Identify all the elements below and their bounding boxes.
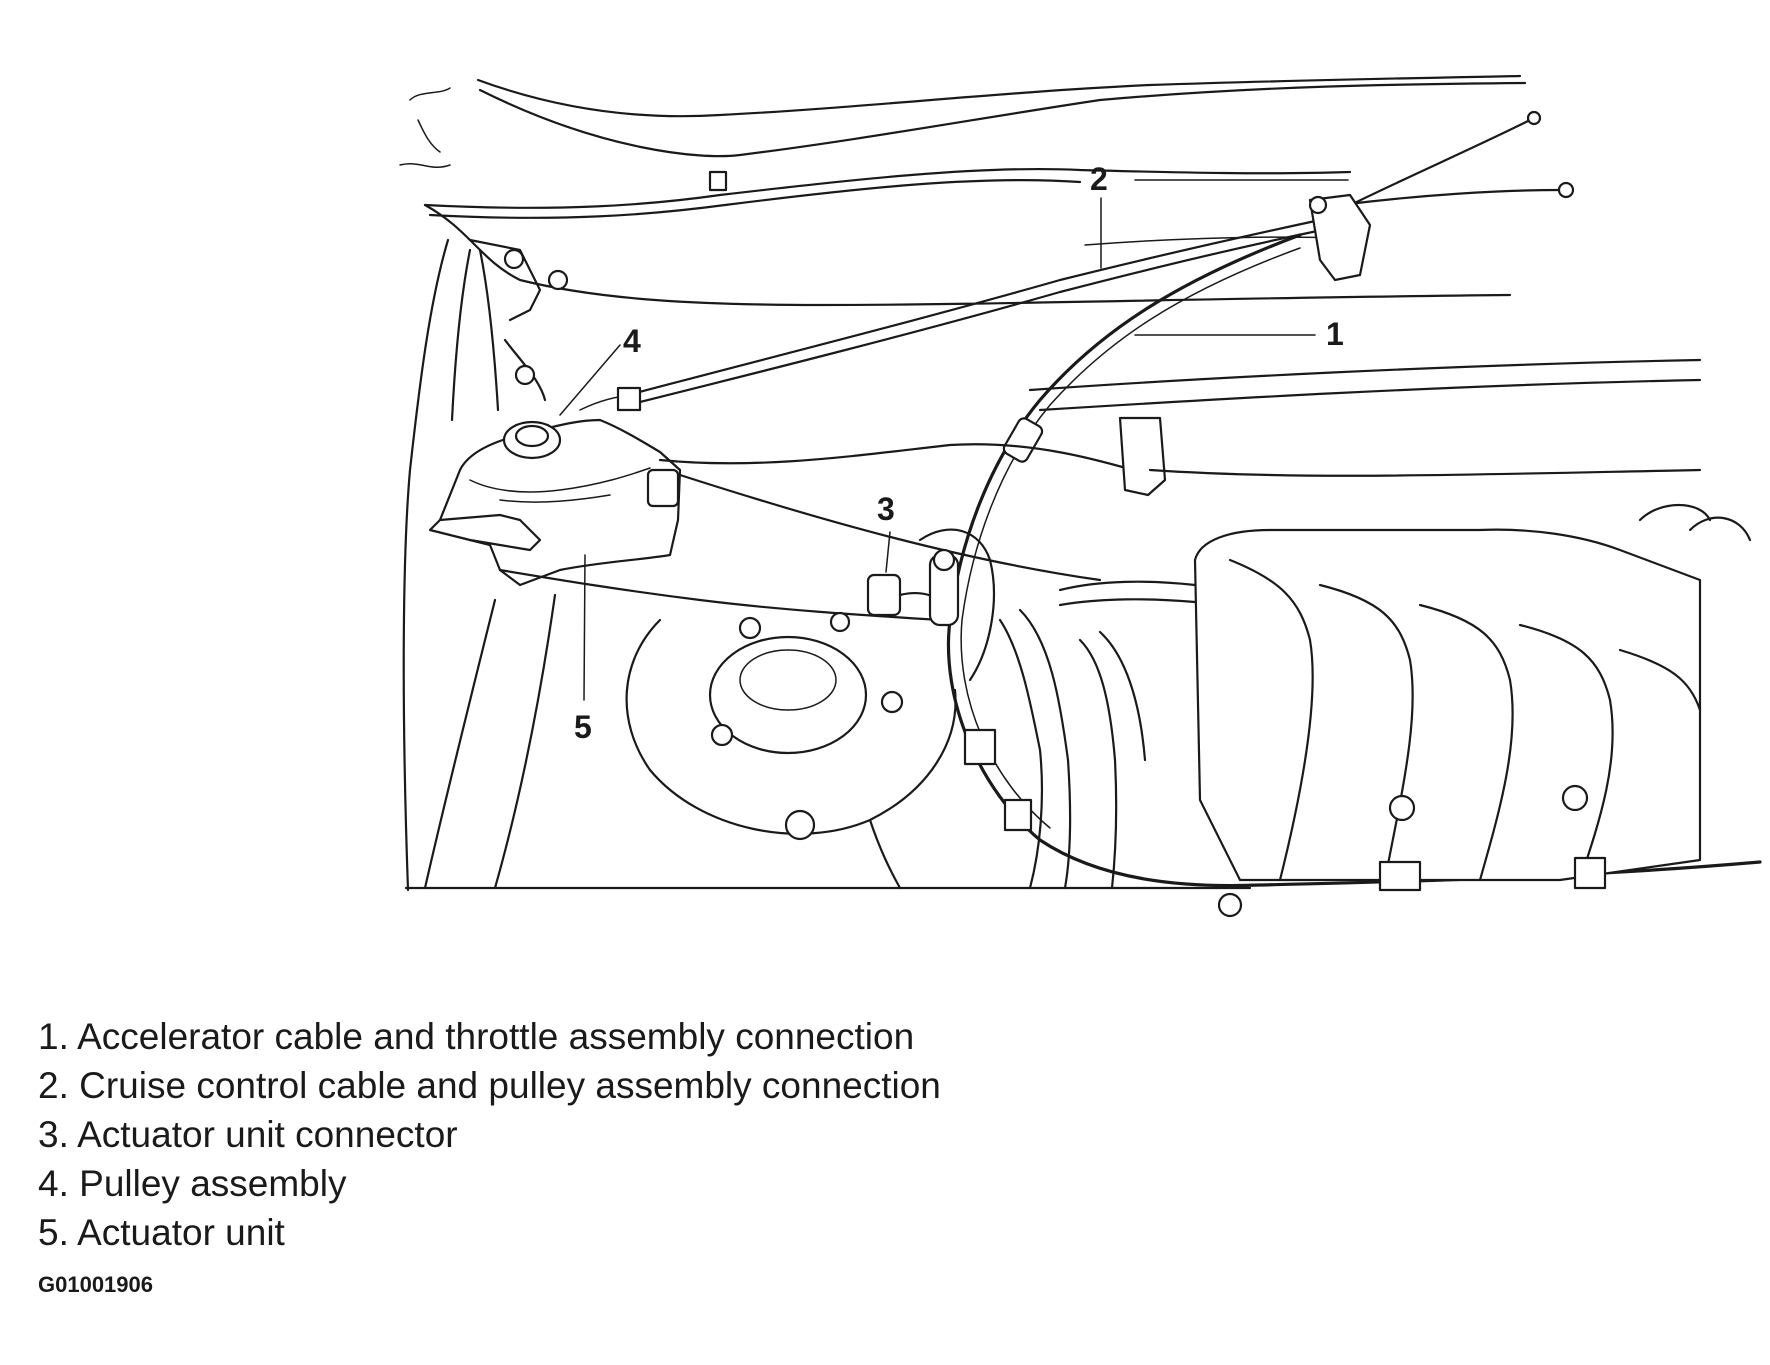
fender-outline (402, 238, 1252, 892)
callout-3: 3 (877, 491, 895, 527)
callout-2: 2 (1090, 161, 1108, 197)
cowl-outline (399, 74, 1527, 307)
figure-id: G01001906 (38, 1272, 153, 1297)
bracket (1028, 358, 1702, 497)
hoses (963, 580, 1607, 918)
legend-item-2: 2. Cruise control cable and pulley assem… (38, 1065, 941, 1106)
legend-item-1: 1. Accelerator cable and throttle assemb… (38, 1016, 915, 1057)
callout-5: 5 (574, 709, 592, 745)
actuator-unit (428, 418, 942, 622)
legend-item-3: 3. Actuator unit connector (38, 1114, 458, 1155)
engine-bay-diagram: 2 1 4 3 5 (399, 74, 1762, 918)
leader-lines (559, 179, 1349, 701)
actuator-connector (866, 528, 996, 682)
callout-1: 1 (1326, 316, 1344, 352)
strut-tower (625, 611, 957, 890)
intake-manifold (1193, 503, 1752, 882)
diagram-canvas: 2 1 4 3 5 (399, 74, 1762, 918)
legend-item-5: 5. Actuator unit (38, 1212, 285, 1253)
callout-4: 4 (623, 323, 641, 359)
cruise-control-cable (626, 218, 1322, 397)
parts-legend: 1. Accelerator cable and throttle assemb… (38, 1012, 1238, 1257)
legend-item-4: 4. Pulley assembly (38, 1163, 347, 1204)
